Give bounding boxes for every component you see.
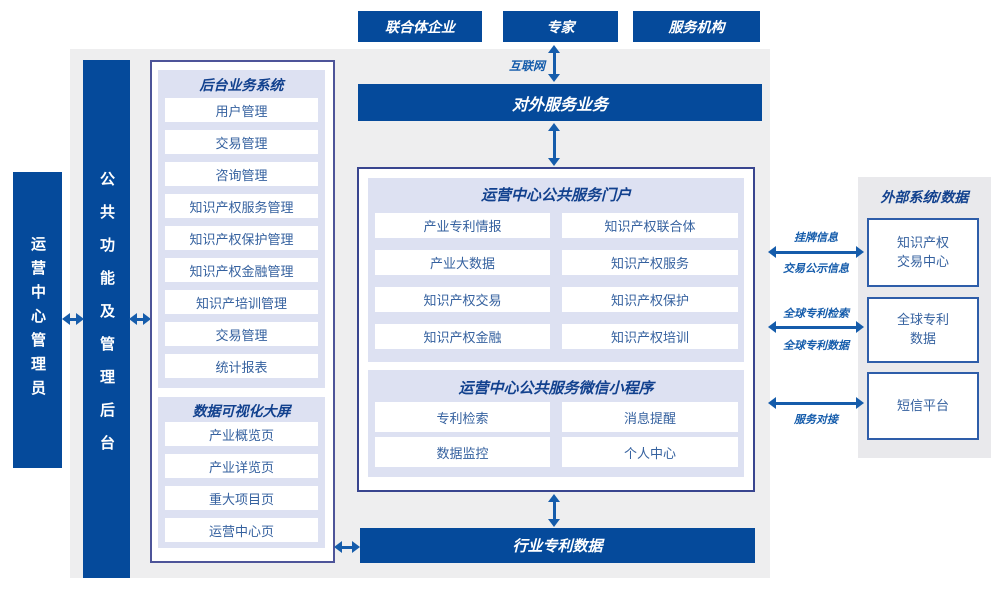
global-patent-data-label: 全球专利数据: [783, 340, 849, 352]
actor-consortium-enterprises: 联合体企业: [358, 11, 482, 42]
dashboard-item: 产业概览页: [165, 422, 318, 446]
portal-items: 产业专利情报 知识产权联合体 产业大数据 知识产权服务 知识产权交易 知识产权保…: [375, 213, 738, 349]
portal-item: 知识产权服务: [562, 250, 738, 275]
arrow-global-patent-data: [768, 321, 864, 333]
portal-item: 产业专利情报: [375, 213, 550, 238]
portal-item: 知识产权保护: [562, 287, 738, 312]
external-box-line: 数据: [909, 331, 936, 346]
arrow-admin-to-backend: [62, 313, 84, 325]
miniprogram-items: 专利检索 消息提醒 数据监控 个人中心: [375, 402, 738, 467]
arrow-external-service-to-portal: [548, 123, 560, 166]
actor-service-organizations: 服务机构: [633, 11, 760, 42]
external-box-sms-platform: 短信平台: [867, 372, 979, 440]
external-box-line: 知识产权: [896, 234, 949, 250]
miniprogram-item: 个人中心: [562, 437, 738, 467]
arrow-sms-platform: [768, 397, 864, 409]
external-service-bar: 对外服务业务: [358, 84, 762, 121]
dashboard-title: 数据可视化大屏: [192, 403, 291, 419]
public-function-backend-bar: 公共功能及管理后台: [83, 60, 130, 578]
portal-item: 知识产权交易: [375, 287, 550, 312]
operation-center-admin-bar: 运营中心管理员: [13, 172, 62, 468]
portal-item: 知识产权培训: [562, 324, 738, 349]
backend-item: 咨询管理: [165, 162, 318, 186]
industry-patent-data-bar: 行业专利数据: [360, 528, 755, 563]
backend-item: 知识产权服务管理: [165, 194, 318, 218]
external-box-line: 交易中心: [896, 253, 949, 269]
arrow-ip-trading-center: [768, 246, 864, 258]
global-patent-search-label: 全球专利检索: [783, 308, 849, 320]
external-box-line: 短信平台: [896, 397, 949, 413]
trade-publicity-label: 交易公示信息: [783, 263, 849, 275]
external-systems-title: 外部系统/数据: [880, 189, 969, 205]
portal-item: 产业大数据: [375, 250, 550, 275]
backend-item: 用户管理: [165, 98, 318, 122]
portal-item: 知识产权联合体: [562, 213, 738, 238]
internet-label: 互联网: [508, 59, 545, 73]
dashboard-item: 重大项目页: [165, 486, 318, 510]
listing-info-label: 挂牌信息: [794, 232, 838, 244]
backend-item: 知识产权金融管理: [165, 258, 318, 282]
dashboard-items: 产业概览页 产业详览页 重大项目页 运营中心页: [165, 422, 318, 542]
actor-experts: 专家: [503, 11, 618, 42]
backend-item: 交易管理: [165, 130, 318, 154]
external-box-line: 全球专利: [896, 312, 949, 328]
portal-item: 知识产权金融: [375, 324, 550, 349]
external-box-ip-trading-center: 知识产权 交易中心: [867, 218, 979, 287]
miniprogram-item: 消息提醒: [562, 402, 738, 432]
arrow-left-panel-to-industry-data: [334, 541, 360, 553]
backend-system-title: 后台业务系统: [199, 77, 284, 93]
backend-item: 知识产权保护管理: [165, 226, 318, 250]
arrow-portal-to-industry-data: [548, 494, 560, 527]
dashboard-item: 产业详览页: [165, 454, 318, 478]
dashboard-item: 运营中心页: [165, 518, 318, 542]
portal-title: 运营中心公共服务门户: [480, 186, 631, 204]
miniprogram-item: 专利检索: [375, 402, 550, 432]
miniprogram-item: 数据监控: [375, 437, 550, 467]
backend-system-items: 用户管理 交易管理 咨询管理 知识产权服务管理 知识产权保护管理 知识产权金融管…: [165, 98, 318, 378]
service-connect-label: 服务对接: [794, 414, 838, 426]
backend-item: 统计报表: [165, 354, 318, 378]
arrow-internet-to-external-service: [548, 45, 560, 82]
arrow-backend-to-left-panel: [129, 313, 151, 325]
miniprogram-title: 运营中心公共服务微信小程序: [458, 379, 654, 397]
external-box-global-patent-data: 全球专利 数据: [867, 297, 979, 363]
backend-item: 知识产培训管理: [165, 290, 318, 314]
backend-item: 交易管理: [165, 322, 318, 346]
